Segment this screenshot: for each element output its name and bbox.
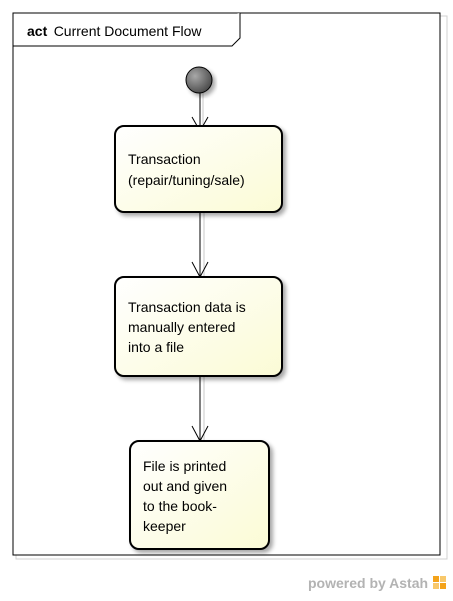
frame-keyword: act (27, 23, 48, 39)
action-transaction[interactable]: Transaction (repair/tuning/sale) (114, 125, 283, 213)
powered-by-watermark: powered by Astah (308, 575, 446, 591)
astah-logo-icon (433, 576, 446, 589)
action-data-entry-label: Transaction data is manually entered int… (128, 299, 250, 355)
action-printed-label: File is printed out and given to the boo… (143, 458, 231, 534)
svg-text:act Current Document Flo: act Current Document Flow (27, 23, 202, 40)
action-printed[interactable]: File is printed out and given to the boo… (129, 440, 270, 550)
initial-node[interactable] (185, 66, 213, 94)
watermark-text: powered by Astah (308, 575, 428, 591)
frame-title: Current Document Flow (54, 23, 203, 39)
action-transaction-label: Transaction (repair/tuning/sale) (128, 151, 245, 188)
action-data-entry[interactable]: Transaction data is manually entered int… (114, 276, 283, 377)
